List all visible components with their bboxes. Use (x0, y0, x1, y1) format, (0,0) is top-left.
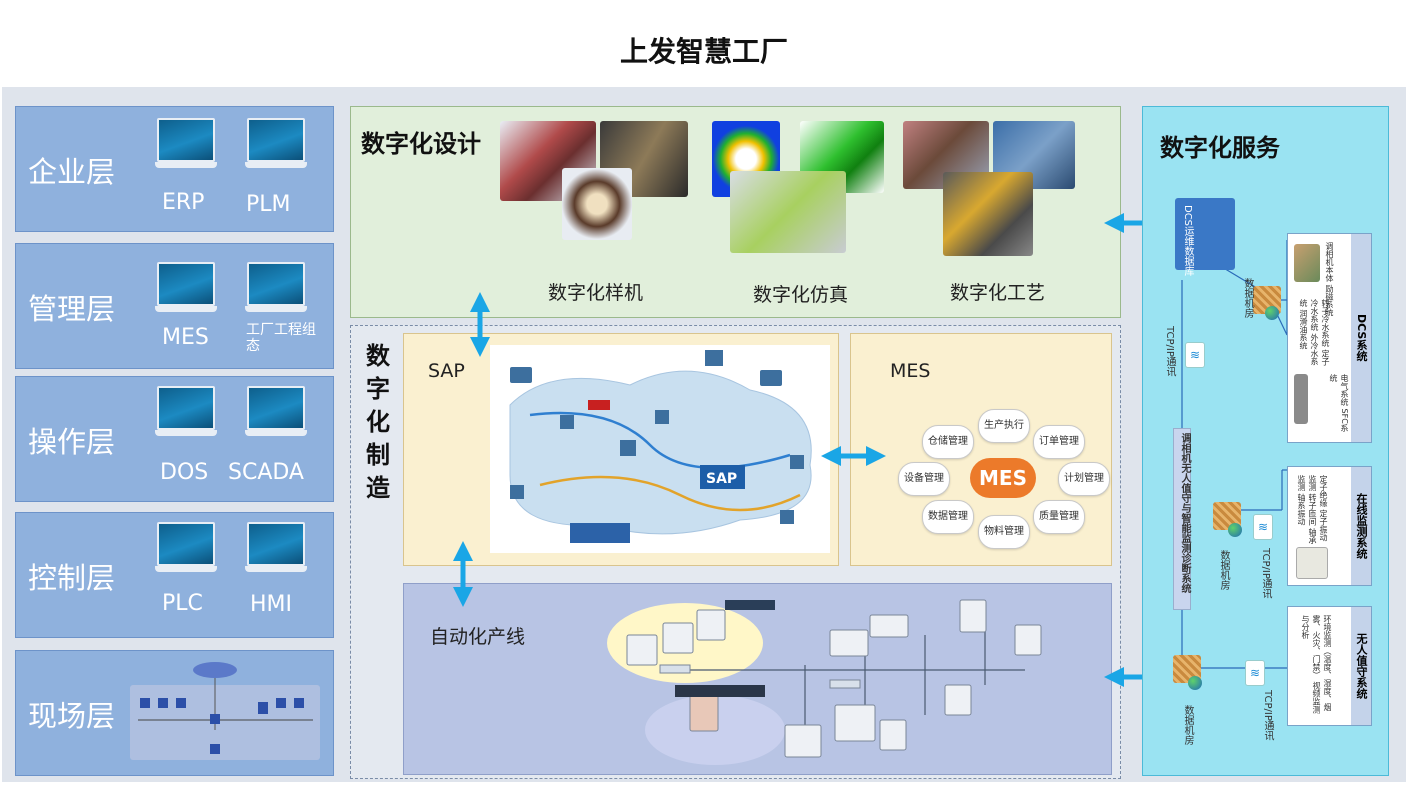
laptop-icon (155, 262, 217, 312)
layer-name: 企业层 (28, 155, 116, 189)
mes-node: 仓储管理 (922, 425, 974, 459)
cloud-label: DCS运维数据库 (1182, 205, 1193, 277)
dcs-system-card: DCS系统 调相机本体 励磁系统 转子冷水系统 定子冷水系统 外冷水系统 润滑油… (1287, 233, 1372, 443)
system-label: DOS (160, 460, 209, 485)
globe-icon (1188, 676, 1202, 690)
design-title: 数字化设计 (361, 130, 481, 158)
mes-hub: MES (970, 458, 1036, 498)
online-monitoring-card: 在线监测系统 定子绝缘 定子振动监测 转子匝间 轴承监测 轴系振动 (1287, 466, 1372, 586)
data-room-label: 数据机房 (1182, 705, 1193, 745)
laptop-icon (155, 522, 217, 572)
globe-icon (1228, 523, 1242, 537)
tcp-label: TCP/IP通讯 (1260, 548, 1271, 599)
page-title: 上发智慧工厂 (619, 35, 788, 68)
manufacturing-title: 数字化制造 (366, 342, 390, 502)
dcs-items: 调相机本体 励磁系统 (1325, 242, 1334, 317)
layer-enterprise: 企业层 (15, 106, 334, 232)
system-label: MES (162, 325, 209, 350)
mes-node: 计划管理 (1058, 462, 1110, 496)
mes-label: MES (890, 360, 931, 382)
globe-icon (1265, 306, 1279, 320)
sap-label: SAP (428, 360, 465, 382)
dcs-items-3: 电气系统 SFC系统 (1329, 374, 1349, 432)
laptop-icon (155, 118, 217, 168)
system-label: PLM (246, 192, 291, 217)
unattended-system-card: 无人值守系统 环境监测（温度、湿度、烟雾、火灾、门禁） 视频监测与分析 (1287, 606, 1372, 726)
system-label: HMI (250, 592, 293, 617)
laptop-icon (155, 386, 217, 436)
layer-name: 管理层 (28, 292, 116, 326)
automation-label: 自动化产线 (430, 626, 526, 648)
mes-node: 质量管理 (1033, 500, 1085, 534)
dcs-photo (1294, 244, 1320, 282)
mes-node: 物料管理 (978, 515, 1030, 549)
layer-name: 操作层 (28, 425, 116, 459)
laptop-icon (245, 118, 307, 168)
mes-node: 生产执行 (978, 409, 1030, 443)
layer-name: 控制层 (28, 561, 116, 595)
dcs-cabinet-photo (1294, 374, 1308, 424)
cloud-database-icon (1175, 198, 1235, 270)
monitoring-items: 定子绝缘 定子振动监测 转子匝间 轴承监测 轴系振动 (1297, 475, 1328, 545)
caption-simulation: 数字化仿真 (753, 284, 849, 306)
laptop-icon (245, 522, 307, 572)
unattended-title: 无人值守系统 (1351, 607, 1371, 725)
system-label: SCADA (228, 460, 304, 485)
monitoring-device-photo (1296, 547, 1328, 579)
service-title: 数字化服务 (1160, 134, 1280, 162)
wifi-icon: ≋ (1253, 514, 1273, 540)
wifi-icon: ≋ (1185, 342, 1205, 368)
laptop-icon (245, 386, 307, 436)
system-label: 工厂工程组态 (246, 322, 316, 354)
monitoring-bus: 调相机无人值守与智能监测诊断系统 (1173, 428, 1191, 610)
data-room-label: 数据机房 (1218, 550, 1229, 590)
system-label: PLC (162, 591, 203, 616)
sap-flow-diagram: SAP (490, 345, 830, 553)
data-room-label: 数据机房 (1242, 278, 1253, 318)
system-label: ERP (162, 190, 205, 215)
automation-network-diagram (607, 599, 1042, 765)
dcs-items-2: 转子冷水系统 定子冷水系统 外冷水系统 润滑油系统 (1299, 299, 1330, 366)
stator-image (562, 168, 632, 240)
dcs-title: DCS系统 (1351, 234, 1371, 442)
mes-node: 设备管理 (898, 462, 950, 496)
caption-process: 数字化工艺 (950, 282, 1046, 304)
caption-prototype: 数字化样机 (548, 282, 644, 304)
unattended-items: 环境监测（温度、湿度、烟雾、火灾、门禁） 视频监测与分析 (1301, 615, 1332, 714)
field-network-diagram (130, 662, 320, 760)
tcp-label: TCP/IP通讯 (1164, 326, 1175, 377)
online-monitoring-title: 在线监测系统 (1351, 467, 1371, 585)
mes-node: 订单管理 (1033, 425, 1085, 459)
tcp-label: TCP/IP通讯 (1262, 690, 1273, 741)
layer-name: 现场层 (28, 699, 116, 733)
laptop-icon (245, 262, 307, 312)
simulation-mesh-image (730, 171, 846, 253)
robot-arm-image (943, 172, 1033, 256)
sap-logo: SAP (706, 471, 737, 487)
mes-node: 数据管理 (922, 500, 974, 534)
bus-label: 调相机无人值守与智能监测诊断系统 (1179, 433, 1190, 593)
wifi-icon: ≋ (1245, 660, 1265, 686)
